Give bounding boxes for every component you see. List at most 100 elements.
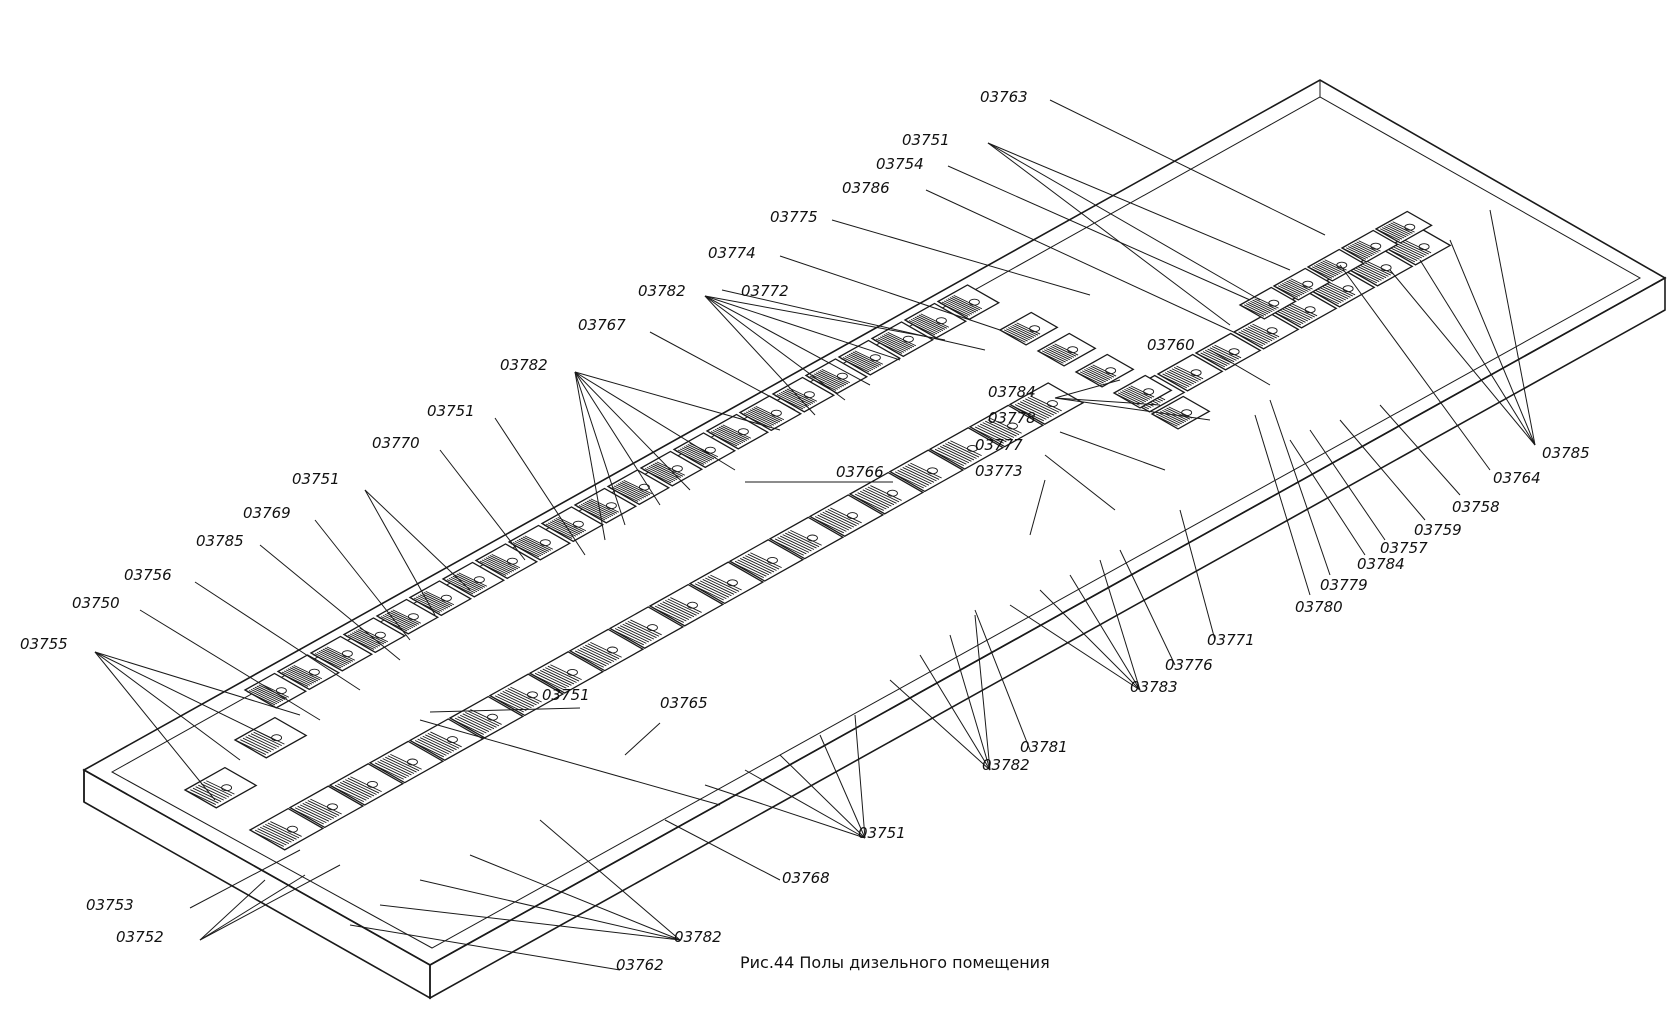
plate-cutout	[605, 502, 617, 510]
plate-hatch	[467, 710, 500, 727]
plate-hatch	[910, 462, 942, 479]
plate-hatch	[950, 440, 982, 457]
plate-hatch	[417, 738, 450, 755]
plate-hatch	[912, 317, 942, 333]
plate-hatch	[1003, 329, 1028, 342]
plate-cutout	[1143, 388, 1155, 396]
plate-hatch	[294, 807, 327, 824]
plate-hatch	[830, 507, 862, 524]
plate-hatch	[734, 560, 767, 577]
part-label: 03775	[770, 208, 818, 226]
plate-hatch	[1323, 284, 1351, 298]
plate-hatch	[390, 753, 422, 770]
plate-hatch	[485, 557, 515, 572]
plate-hatch	[1357, 265, 1385, 280]
plate-hatch	[1039, 351, 1064, 364]
plate-hatch	[977, 425, 1010, 441]
plate-hatch	[1012, 324, 1037, 337]
plate-hatch	[384, 613, 414, 629]
plate-hatch	[611, 486, 641, 501]
plate-hatch	[1240, 330, 1268, 344]
plate-cutout	[836, 372, 848, 380]
plate-hatch	[1169, 369, 1197, 384]
plate-hatch	[267, 822, 300, 839]
plate-hatch	[520, 537, 550, 552]
plate-hatch	[1343, 248, 1367, 260]
plate-hatch	[892, 472, 924, 489]
plate-hatch	[1283, 306, 1311, 321]
plate-hatch	[1318, 262, 1341, 275]
plate-hatch	[685, 445, 715, 460]
plate-hatch	[707, 576, 740, 592]
plate-hatch	[456, 573, 486, 588]
plate-hatch	[857, 492, 890, 508]
plate-hatch	[702, 579, 735, 595]
plate-hatch	[811, 374, 841, 389]
plate-cutout	[803, 391, 815, 399]
plate-cutout	[607, 646, 618, 654]
plate-hatch	[265, 823, 297, 840]
part-label: 03774	[708, 244, 756, 262]
plate-hatch	[1166, 407, 1191, 420]
plate-hatch	[1205, 349, 1233, 364]
plate-cutout	[539, 539, 551, 547]
plate-hatch	[246, 691, 276, 706]
plate-cutout	[727, 579, 738, 587]
plate-hatch	[809, 375, 839, 390]
plate-hatch	[947, 441, 980, 458]
part-label: 03772	[741, 282, 789, 300]
plate-hatch	[470, 709, 502, 725]
plate-hatch	[902, 467, 935, 483]
plate-hatch	[821, 368, 851, 384]
plate-hatch	[822, 511, 855, 528]
plate-hatch	[281, 671, 311, 686]
plate-hatch	[259, 826, 292, 843]
plate-hatch	[782, 534, 815, 550]
plate-hatch	[345, 779, 377, 795]
plate-hatch	[549, 521, 579, 536]
part-label: 03778	[988, 409, 1036, 427]
plate-cutout	[407, 613, 419, 621]
plate-hatch	[270, 821, 302, 837]
plate-hatch	[1122, 390, 1146, 403]
plate-hatch	[1017, 402, 1050, 419]
plate-hatch	[1348, 246, 1371, 258]
part-labels: 03763 03751 03754 03786 03775 03774 0378…	[20, 88, 1590, 974]
part-label: 03754	[876, 155, 924, 173]
plate-hatch	[974, 426, 1007, 443]
plate-hatch	[622, 623, 655, 640]
plate-hatch	[1048, 346, 1073, 359]
plate-hatch	[679, 448, 709, 463]
plate-hatch	[580, 503, 610, 519]
part-label: 03768	[782, 869, 830, 887]
plate-cutout	[1029, 325, 1041, 333]
part-label: 03785	[1542, 444, 1590, 462]
plate-hatch	[1364, 262, 1391, 276]
plate-hatch	[543, 524, 573, 539]
plate-hatch	[681, 447, 711, 462]
part-label: 03751	[902, 131, 950, 149]
plate-hatch	[627, 620, 660, 637]
plate-hatch	[423, 592, 453, 607]
plate-hatch	[481, 559, 511, 574]
part-label: 03767	[578, 316, 626, 334]
part-label: 03755	[20, 635, 68, 653]
plate-hatch	[692, 584, 724, 601]
plate-hatch	[1168, 406, 1193, 419]
plate-hatch	[539, 670, 572, 686]
plate-cutout	[1105, 367, 1117, 375]
plate-cutout	[447, 736, 458, 744]
plate-hatch	[990, 417, 1022, 434]
plate-hatch	[1388, 248, 1416, 263]
plate-cutout	[1418, 243, 1430, 251]
plate-hatch	[452, 719, 484, 735]
plate-hatch	[1162, 409, 1187, 422]
plate-hatch	[1288, 279, 1311, 291]
plate-hatch	[1377, 229, 1401, 241]
part-label: 03770	[372, 434, 420, 452]
plate-hatch	[252, 687, 282, 703]
plate-hatch	[250, 733, 280, 748]
plate-hatch	[542, 668, 575, 685]
plate-hatch	[187, 790, 216, 805]
plate-hatch	[751, 408, 781, 423]
